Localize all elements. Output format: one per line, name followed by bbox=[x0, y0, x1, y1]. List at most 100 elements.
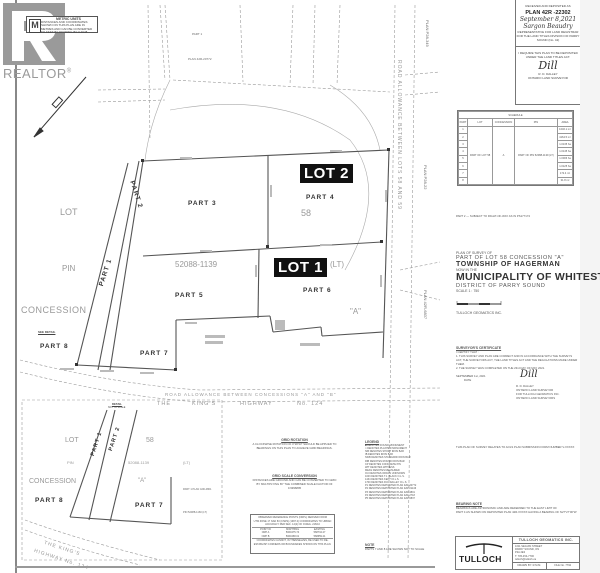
certificate-heading: SURVEYOR'S CERTIFICATE bbox=[456, 346, 502, 350]
pin-suffix-label: (LT) bbox=[330, 260, 345, 269]
part-4-label: PART 4 bbox=[306, 194, 335, 201]
detail-lot-number: 58 bbox=[146, 437, 154, 444]
legend-item: P3 DENOTES DEPOSITED PLAN 42R-4801 bbox=[365, 490, 415, 494]
schedule-table: SCHEDULE PART LOT CONCESSION PIN AREA 1 … bbox=[457, 110, 574, 186]
stamp-registrar-signature: Sargon Beaudry bbox=[523, 23, 573, 30]
lot-2-badge: LOT 2 bbox=[300, 164, 354, 183]
observed-reference-box: OBSERVED REFERENCE POINTS (ORPs) DERIVED… bbox=[250, 514, 335, 554]
company-address-3: P2A 2E3 bbox=[515, 551, 526, 555]
concession-word-label: CONCESSION bbox=[21, 305, 87, 315]
detail-title: DETAIL bbox=[112, 402, 122, 406]
schedule-note: PART 2 — SUBJECT TO RIGHT-OF-WAY AS IN P… bbox=[456, 214, 530, 218]
schedule-row: 1 PART OF LOT 58 A PART OF PIN 52088-113… bbox=[457, 125, 573, 186]
certificate-item-2: 2. THE SURVEY WAS COMPLETED ON THE 23rd … bbox=[456, 366, 546, 370]
plan-east-label-1: PLAN P28-22 bbox=[423, 165, 428, 190]
legend-item: SSIB DENOTES STANDARD IRON BAR bbox=[365, 456, 411, 460]
detail-side-note-1: PART 1 PLAN 42R-4801 bbox=[183, 488, 212, 491]
detail-subtitle: NOT TO SCALE bbox=[108, 406, 126, 409]
legend-item: CP DENOTES CONCRETE PIN bbox=[365, 462, 401, 466]
schedule-concession-cell: A bbox=[492, 125, 515, 186]
grid-rotation-note: GRID ROTATION A CLOCKWISE ROTATION OF 0°… bbox=[252, 438, 337, 450]
legend-item: ■ DENOTES FOUND MONUMENT bbox=[365, 444, 405, 448]
legend-item: P4 DENOTES DEPOSITED PLAN 42R-2718 bbox=[365, 493, 415, 497]
certificate-title-1: ONTARIO LAND SURVEYOR bbox=[516, 388, 554, 392]
grid-scale-note: GRID SCALE CONVERSION DISTANCES ARE GROU… bbox=[252, 474, 337, 490]
part-7-label: PART 7 bbox=[140, 350, 169, 357]
metric-units-text: DISTANCES AND COORDINATES SHOWN ON THIS … bbox=[41, 20, 93, 34]
detail-part-7-label: PART 7 bbox=[135, 502, 164, 509]
plan-title-municipality: MUNICIPALITY OF WHITESTONE bbox=[456, 271, 600, 283]
legend-item: 1700 DENOTES R.D. DALLEY O.L.S. bbox=[365, 481, 408, 485]
company-address-2: PARRY SOUND, ON bbox=[515, 548, 540, 552]
legend-heading: LEGEND bbox=[365, 440, 380, 444]
highway-label-1: THE bbox=[157, 401, 171, 407]
road-allowance-east-label: ROAD ALLOWANCE BETWEEN LOTS 58 AND 59 bbox=[396, 60, 402, 210]
plan-east-label-2: PLAN 42R-6837 bbox=[423, 290, 428, 320]
detail-pin: 52088-1139 bbox=[128, 460, 150, 465]
certificate-signature: Dill bbox=[520, 369, 538, 380]
company-name: TULLOCH GEOMATICS INC. bbox=[513, 537, 579, 544]
schedule-pin-cell: PART OF PIN 52088-1139 (LT) bbox=[513, 125, 559, 186]
schedule-title: SCHEDULE bbox=[458, 110, 573, 120]
grid-scale-heading: GRID SCALE CONVERSION bbox=[272, 474, 317, 478]
plan-title-township: TOWNSHIP OF HAGERMAN bbox=[456, 261, 561, 268]
plan-title-line1: PLAN OF SURVEY OF bbox=[456, 251, 493, 255]
plan-east-label-3: PLAN P28-349 bbox=[425, 20, 430, 47]
legend-item: 1434 DENOTES KEITH O.L.S. bbox=[365, 478, 400, 482]
certificate-title-3: ONTARIO LAND SURVEYORS bbox=[516, 396, 556, 400]
part1-top-label: PART 1 bbox=[192, 32, 203, 36]
metric-logo-icon: M bbox=[29, 19, 41, 33]
bearing-note-heading: BEARING NOTE bbox=[456, 502, 482, 506]
schedule-header-lot: LOT bbox=[467, 118, 494, 127]
company-address-1: 1011 SEGUIN STREET bbox=[515, 545, 543, 548]
legend-item: RIB DENOTES ROUND IRON BAR bbox=[365, 459, 405, 463]
schedule-header-part: PART bbox=[457, 118, 469, 127]
title-block: TULLOCH TULLOCH GEOMATICS INC. 1011 SEGU… bbox=[455, 536, 580, 570]
plan-title-line4: NOW IN THE bbox=[456, 268, 477, 272]
certificate-date-label: DATE bbox=[464, 378, 472, 382]
lot-1-badge: LOT 1 bbox=[274, 258, 328, 277]
legend-item: MEAS DENOTES MEASURED bbox=[365, 468, 400, 472]
legend-item: 1003 DENOTES T.J. BLACK O.L.S. bbox=[365, 475, 405, 479]
stamp-require-text: I REQUIRE THIS PLAN TO BE DEPOSITED UNDE… bbox=[518, 51, 578, 59]
file-number: FILE No. 7792 bbox=[545, 563, 580, 569]
lot-number-label: 58 bbox=[301, 208, 312, 218]
part-8-label: PART 8 bbox=[40, 343, 69, 350]
tulloch-logo-text: TULLOCH bbox=[459, 554, 502, 564]
realtor-brand-text: REALTOR bbox=[3, 66, 67, 81]
company-email: tulloch@tulloch.ca bbox=[515, 557, 537, 561]
detail-concession-word: CONCESSION bbox=[29, 478, 77, 485]
stamp-surveyor-signature: Dill bbox=[538, 59, 558, 72]
pin-word-label: PIN bbox=[62, 264, 76, 273]
legend-item: P5 DENOTES DEPOSITED PLAN 42R-6837 bbox=[365, 496, 415, 500]
highway-label-3: HIGHWAY bbox=[240, 401, 273, 407]
detail-pin-word: PIN bbox=[67, 460, 74, 465]
stamp-received-text: RECEIVED AND DEPOSITED AS bbox=[525, 4, 571, 8]
part-6-label: PART 6 bbox=[303, 287, 332, 294]
highway-label-2: KING'S bbox=[192, 401, 217, 407]
detail-lot-word: LOT bbox=[65, 437, 79, 444]
plan-title-firm: TULLOCH GEOMATICS INC. bbox=[456, 311, 503, 315]
note-block: NOTE PARTS 7 AND 8 ARE SHOWN NOT TO SCAL… bbox=[365, 543, 424, 551]
note-heading: NOTE bbox=[365, 543, 375, 547]
subdivision-note: THIS PLAN OF SURVEY RELATES TO AOLS PLAN… bbox=[456, 445, 575, 449]
part-3-label: PART 3 bbox=[188, 200, 217, 207]
stamp-representative-text: REPRESENTATIVE FOR LAND REGISTRAR FOR TH… bbox=[516, 30, 580, 42]
legend-item: P1 DENOTES DEPOSITED PLAN 42R-20772 bbox=[365, 484, 417, 488]
certificate-intro: I CERTIFY THAT : bbox=[456, 350, 479, 354]
certificate-date: SEPTEMBER 1st, 2021 bbox=[456, 374, 486, 378]
stamp-surveyor-name: R. D. DALLEY bbox=[538, 72, 558, 76]
legend-item: □ DENOTES PLANTED MONUMENT bbox=[365, 447, 407, 451]
legend-item: OU DENOTES ORIGIN UNKNOWN bbox=[365, 471, 406, 475]
detail-concession-letter: "A" bbox=[138, 478, 147, 484]
metric-units-box: M METRIC UNITS DISTANCES AND COORDINATES… bbox=[26, 16, 98, 33]
bearing-note: BEARING NOTE BEARINGS ARE ASTRONOMIC AND… bbox=[456, 502, 577, 514]
stamp-surveyor-title: ONTARIO LAND SURVEYOR bbox=[528, 76, 568, 80]
tulloch-logo-icon bbox=[465, 543, 503, 554]
scale-bar-icon bbox=[456, 301, 502, 305]
concession-letter-label: "A" bbox=[350, 307, 362, 316]
sheet-border-bottom bbox=[15, 566, 435, 568]
detail-side-note-2: PIN 52088-1160 (LT) bbox=[183, 511, 207, 514]
